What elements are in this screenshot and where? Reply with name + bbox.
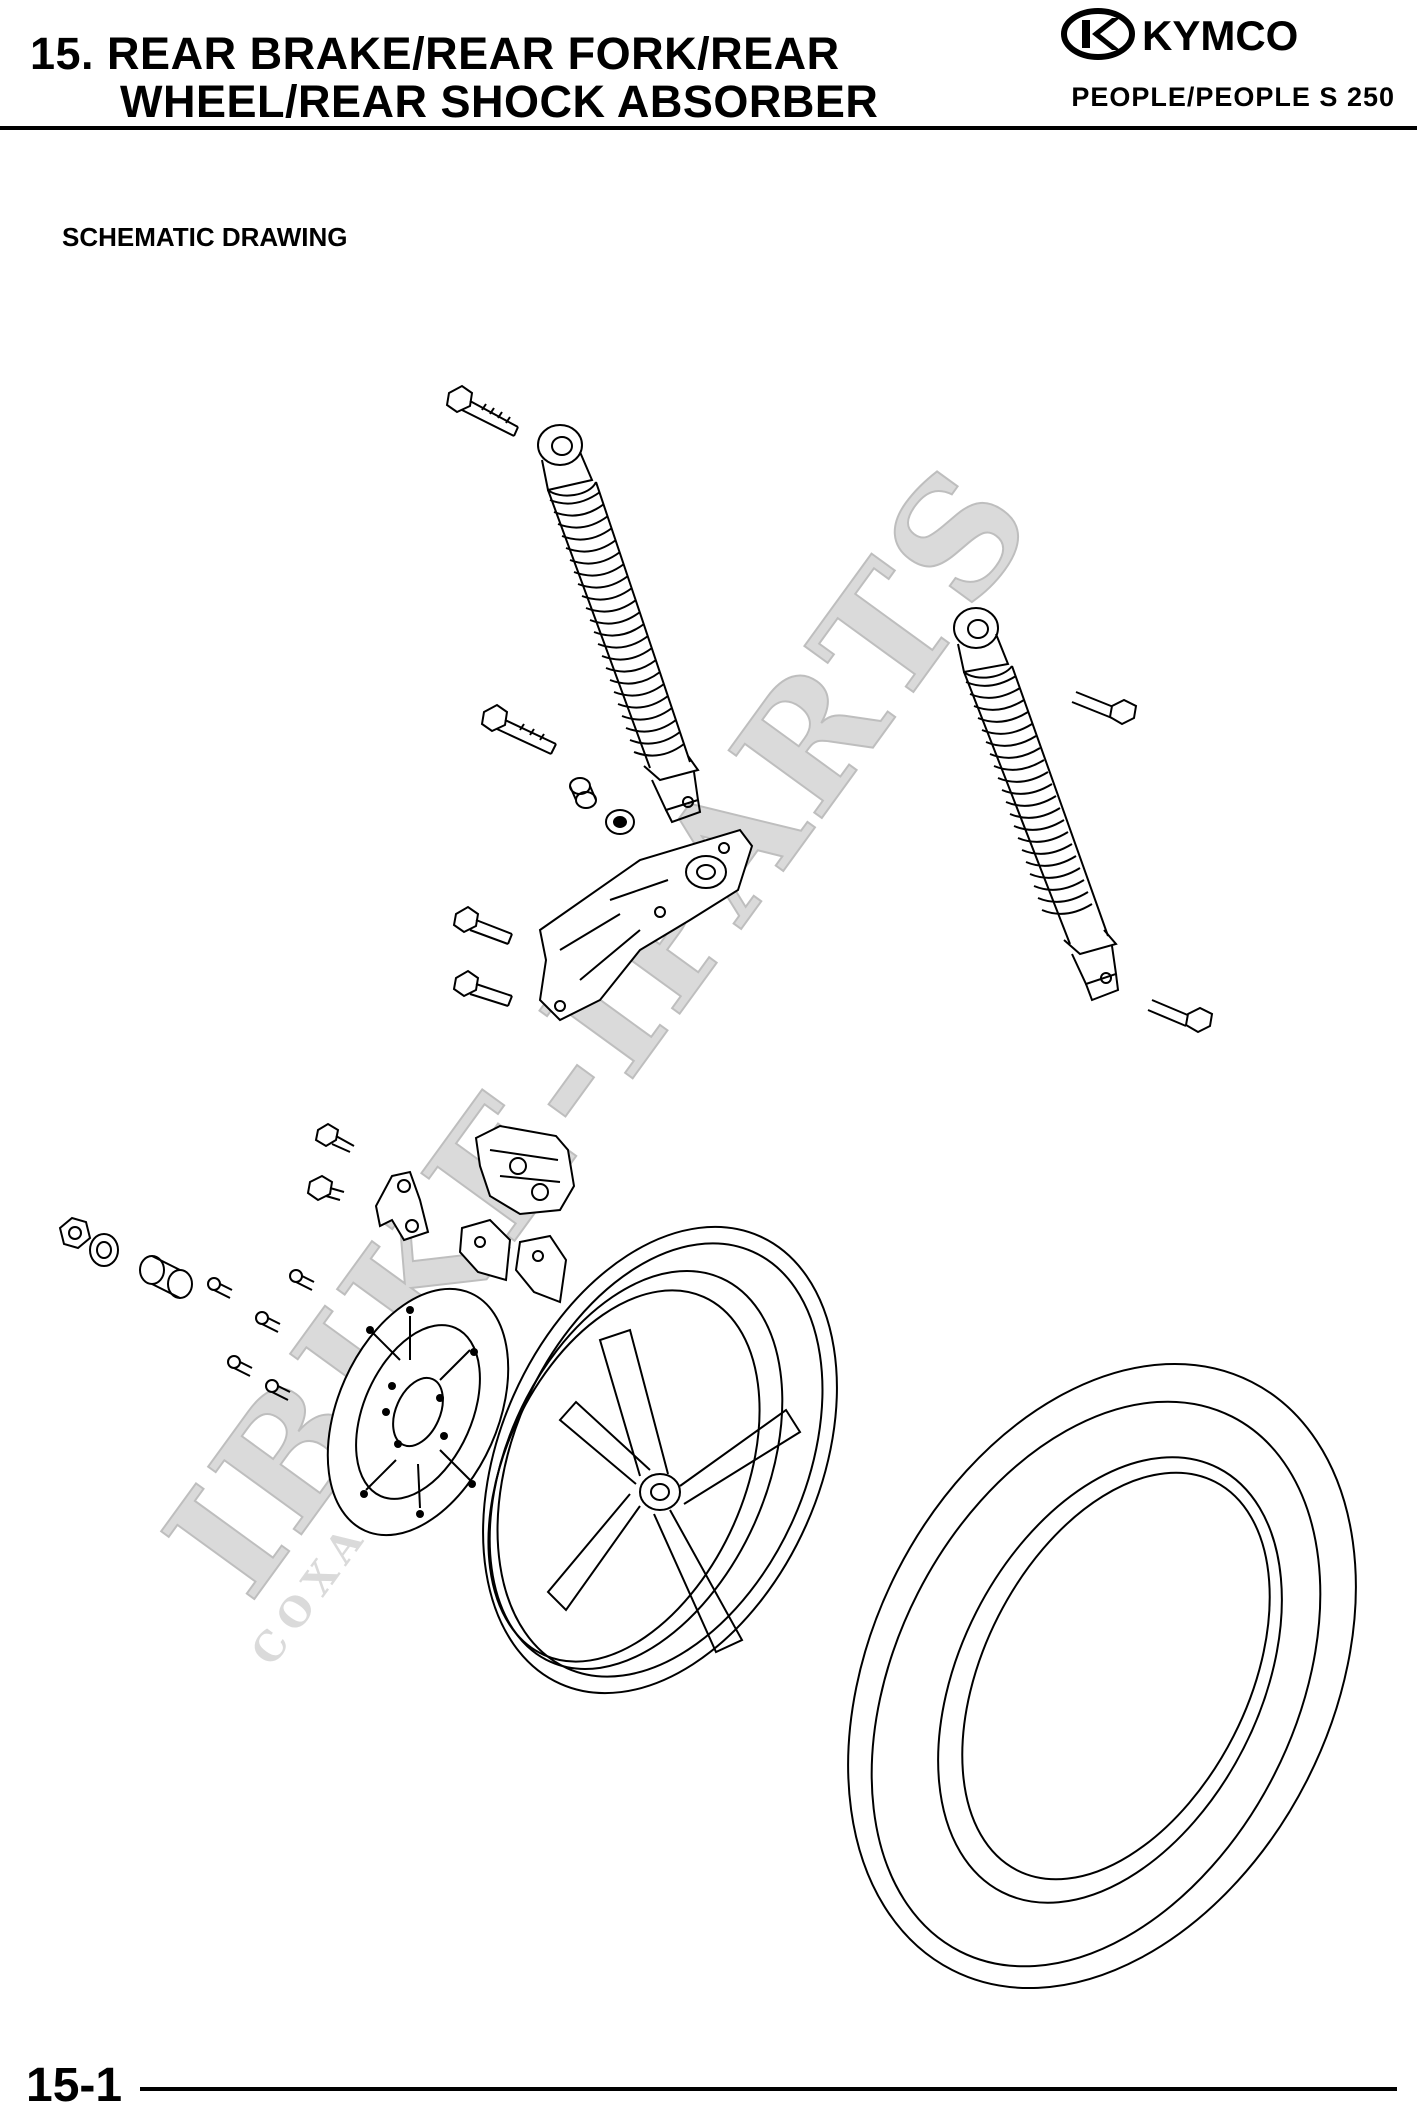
- brake-pad-left: [458, 1218, 512, 1282]
- axle-washer: [89, 1233, 119, 1267]
- chapter-title-line1: 15. REAR BRAKE/REAR FORK/REAR: [30, 28, 840, 79]
- brake-pad-right: [514, 1234, 568, 1304]
- header-rule: [0, 126, 1417, 130]
- shock-absorber-right: [953, 607, 1120, 1002]
- axle-nut: [58, 1216, 92, 1250]
- collar: [569, 777, 597, 809]
- bolt-mid-shock: [480, 703, 557, 755]
- chapter-title-line2: WHEEL/REAR SHOCK ABSORBER: [120, 76, 879, 127]
- section-heading: SCHEMATIC DRAWING: [62, 222, 348, 252]
- caliper-bracket: [374, 1170, 430, 1242]
- axle-collar: [139, 1255, 193, 1299]
- bearing: [605, 809, 635, 835]
- bolt-bracket-lower: [452, 969, 513, 1007]
- shock-absorber-left: [537, 424, 702, 824]
- chapter-title: 15. REAR BRAKE/REAR FORK/REAR WHEEL/REAR…: [30, 30, 878, 126]
- caliper-bolt-lower: [306, 1174, 345, 1202]
- footer-rule: [140, 2087, 1397, 2091]
- bolt-upper-shock: [445, 384, 519, 437]
- brake-disc: [326, 1287, 510, 1537]
- rear-tire: [847, 1362, 1357, 1990]
- rear-fork-bracket: [538, 828, 754, 1022]
- model-name: PEOPLE/PEOPLE S 250: [1071, 82, 1395, 112]
- bolt-right-upper: [1071, 691, 1138, 726]
- caliper-bolt-upper: [314, 1122, 355, 1153]
- rear-wheel-rim: [482, 1225, 838, 1695]
- svg-text:KYMCO: KYMCO: [1142, 12, 1298, 59]
- kymco-logo: KYMCO: [1061, 8, 1298, 60]
- page-number: 15-1: [26, 2059, 123, 2112]
- bolt-right-lower: [1147, 999, 1214, 1034]
- bolt-bracket-upper: [452, 905, 513, 945]
- brake-caliper: [474, 1124, 576, 1216]
- disc-bolts: [207, 1269, 315, 1401]
